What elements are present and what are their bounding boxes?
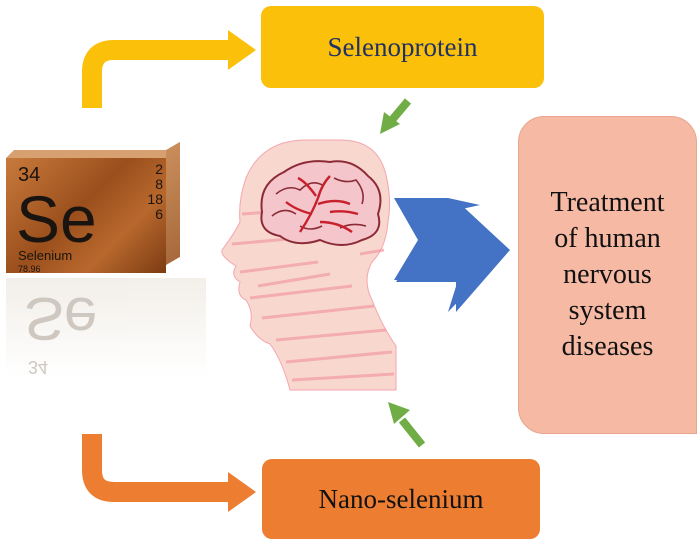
shell-1: 2: [155, 161, 163, 177]
selenoprotein-box: Selenoprotein: [261, 6, 544, 88]
tile-side-face: [166, 141, 180, 265]
treatment-line: system: [568, 295, 647, 326]
reflection-symbol: Se: [24, 285, 98, 352]
shell-3: 18: [147, 191, 163, 207]
shell-2: 8: [155, 176, 163, 192]
tile-top-face: [6, 150, 174, 158]
atomic-number: 34: [18, 164, 41, 186]
brain-icon: [260, 160, 382, 246]
treatment-line: nervous: [563, 259, 652, 290]
arrow-to-selenoprotein: [82, 30, 256, 108]
electron-shells: 2 8 18 6: [133, 162, 163, 222]
tile-front-face: [6, 158, 166, 273]
treatment-label: Treatment of human nervous system diseas…: [550, 185, 664, 365]
treatment-line: of human: [554, 223, 661, 254]
tile-reflection: Se 34: [6, 278, 206, 388]
head-icon: [221, 139, 397, 391]
arrow-selenoprotein-to-head: [380, 98, 412, 134]
atomic-mass: 78.96: [18, 264, 41, 274]
treatment-line: Treatment: [550, 187, 665, 218]
nano-selenium-label: Nano-selenium: [318, 483, 484, 514]
element-symbol: Se: [16, 182, 97, 256]
selenium-element-tile: 34 2 8 18 6 Se Selenium 78.96: [6, 141, 181, 275]
treatment-line: diseases: [561, 331, 654, 362]
selenoprotein-label: Selenoprotein: [327, 31, 478, 62]
shell-4: 6: [155, 206, 163, 222]
arrow-to-nano-selenium: [82, 434, 256, 512]
nano-selenium-box: Nano-selenium: [262, 459, 540, 539]
treatment-box: Treatment of human nervous system diseas…: [518, 116, 697, 434]
element-name: Selenium: [18, 248, 73, 263]
arrow-nano-to-head: [388, 402, 426, 448]
reflection-number: 34: [28, 357, 49, 377]
